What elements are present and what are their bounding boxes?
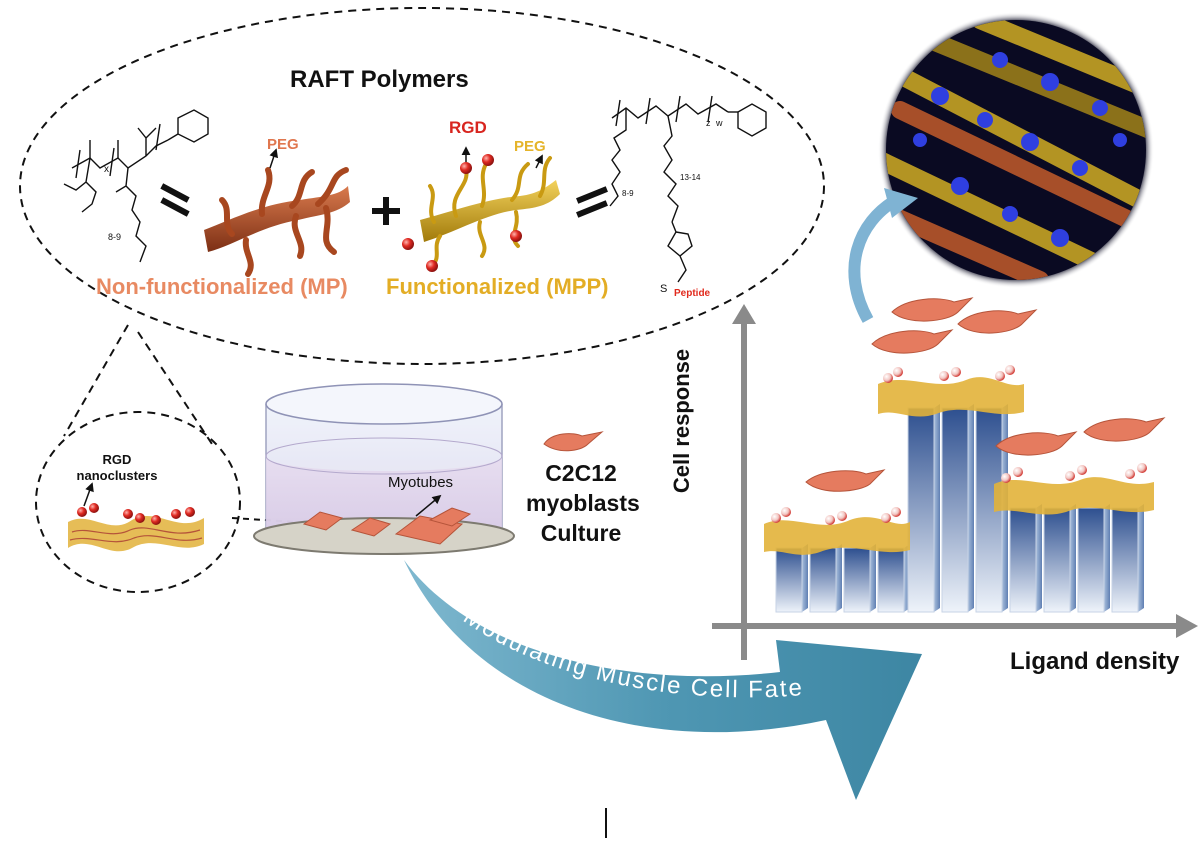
density-bar xyxy=(1043,507,1071,613)
mp-chemical-structure xyxy=(63,109,209,263)
density-bar xyxy=(877,547,905,613)
density-bar xyxy=(1111,507,1139,613)
density-bar xyxy=(1009,507,1037,613)
chem-s: S xyxy=(660,283,667,295)
curved-arrow-to-image xyxy=(848,194,900,323)
density-bar xyxy=(941,407,969,613)
density-bar xyxy=(907,407,935,613)
chem-x: x xyxy=(104,164,109,175)
equals-sign xyxy=(160,183,190,203)
functionalized-label: Functionalized (MPP) xyxy=(386,274,609,299)
y-axis-arrow xyxy=(732,304,756,324)
bar-side xyxy=(934,404,940,612)
chem-n8-9: 8-9 xyxy=(108,232,121,242)
chem-w: w xyxy=(715,118,723,128)
plus-sign xyxy=(383,197,389,225)
ligand-density-axis-label: Ligand density xyxy=(1010,648,1180,675)
bottom-divider xyxy=(605,808,607,838)
culture-dish xyxy=(253,383,515,555)
cell-clusters xyxy=(764,297,1166,555)
curved-arrow-head xyxy=(884,188,918,218)
bar-side xyxy=(1070,504,1076,612)
rgd-label: RGD xyxy=(449,118,487,137)
c2c12-culture-label: C2C12 myoblasts Culture xyxy=(526,460,640,546)
rgd-nanoclusters-label: RGD nanoclusters xyxy=(76,452,158,483)
peg-label-mp: PEG xyxy=(267,136,299,153)
peptide-label: Peptide xyxy=(674,288,711,299)
rgd-nanocluster-illustration xyxy=(68,482,204,552)
bar-side xyxy=(968,404,974,612)
diagram-title: RAFT Polymers xyxy=(290,66,469,93)
equals-sign xyxy=(576,186,608,204)
density-bar xyxy=(1077,507,1105,613)
bar-side xyxy=(1104,504,1110,612)
bar-side xyxy=(802,544,808,612)
chem-n8-9: 8-9 xyxy=(622,189,634,198)
density-bar xyxy=(843,547,871,613)
arrow-text: Modulating Muscle Cell Fate xyxy=(459,603,805,704)
chem-n13-14: 13-14 xyxy=(680,173,701,182)
equals-sign xyxy=(160,197,190,217)
rgd-nanocluster-ellipse xyxy=(35,411,241,593)
x-axis-arrow xyxy=(1176,614,1198,638)
modulating-arrow xyxy=(404,560,922,800)
myoblast-icon xyxy=(543,431,604,452)
mpp-chemical-structure xyxy=(609,95,767,283)
bar-side xyxy=(870,544,876,612)
ligand-density-chart xyxy=(712,304,1198,660)
bar-side xyxy=(1036,504,1042,612)
mpp-polymer xyxy=(402,146,560,272)
mp-polymer xyxy=(204,148,350,277)
myotubes-label: Myotubes xyxy=(388,474,454,491)
bar-side xyxy=(836,544,842,612)
raft-polymers-ellipse xyxy=(19,7,825,365)
equals-sign xyxy=(576,200,608,218)
zoom-line xyxy=(137,331,213,445)
bar-side xyxy=(1138,504,1144,612)
chem-z: z xyxy=(706,118,711,128)
zoom-line xyxy=(63,324,129,437)
density-bar xyxy=(809,547,837,613)
microscopy-image xyxy=(878,12,1154,288)
peg-label-mpp: PEG xyxy=(514,138,546,155)
density-bar xyxy=(775,547,803,613)
non-functionalized-label: Non-functionalized (MP) xyxy=(96,274,348,299)
cell-response-axis-label: Cell response xyxy=(669,348,695,494)
